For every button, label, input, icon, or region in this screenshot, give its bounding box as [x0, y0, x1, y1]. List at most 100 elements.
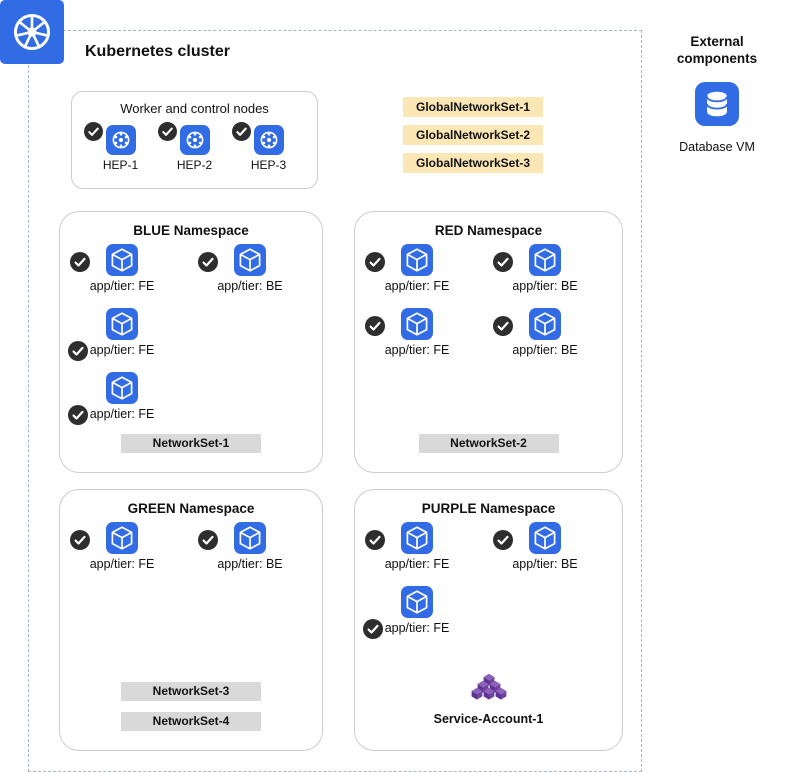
pod: app/tier: BE	[487, 244, 603, 293]
network-set-badge: NetworkSet-4	[121, 712, 261, 731]
node-label: HEP-3	[250, 158, 287, 172]
pod-label: app/tier: FE	[384, 621, 450, 635]
pod: app/tier: FE	[359, 244, 475, 293]
pod-icon	[234, 522, 266, 554]
pod: app/tier: FE	[359, 522, 475, 571]
pod-label: app/tier: BE	[512, 279, 578, 293]
pod: app/tier: FE	[64, 244, 180, 293]
pod-label: app/tier: BE	[217, 557, 283, 571]
external-components-title: External components	[676, 34, 758, 66]
external-items: Database VM	[658, 81, 776, 154]
pod: app/tier: BE	[192, 244, 308, 293]
pod-icon	[529, 308, 561, 340]
pod-icon	[106, 244, 138, 276]
pod-label: app/tier: FE	[89, 343, 155, 357]
pod-icon	[401, 244, 433, 276]
pod-icon	[401, 586, 433, 618]
pod-label: app/tier: FE	[89, 557, 155, 571]
global-network-set-badge: GlobalNetworkSet-2	[403, 125, 543, 145]
pod: app/tier: FE	[64, 308, 180, 361]
network-set-badges: NetworkSet-1	[60, 434, 322, 453]
pod: app/tier: FE	[359, 308, 475, 357]
database-icon	[695, 81, 739, 126]
cluster-node: HEP-2	[157, 122, 221, 172]
network-set-badge: NetworkSet-3	[121, 682, 261, 701]
pod-icon	[401, 522, 433, 554]
global-network-set-badge: GlobalNetworkSet-1	[403, 97, 543, 117]
node-icon	[253, 125, 284, 155]
pod-label: app/tier: FE	[384, 279, 450, 293]
pod-icon	[529, 244, 561, 276]
check-icon	[363, 619, 383, 639]
pod-icon	[106, 308, 138, 340]
kubernetes-cluster-boundary: Kubernetes cluster Worker and control no…	[28, 30, 642, 772]
kubernetes-logo-icon	[0, 0, 64, 64]
namespace-title: PURPLE Namespace	[421, 501, 556, 516]
pod-label: app/tier: FE	[89, 279, 155, 293]
check-icon	[493, 530, 513, 550]
external-item-label: Database VM	[679, 139, 755, 154]
pod-label: app/tier: BE	[217, 279, 283, 293]
pod-icon	[106, 522, 138, 554]
namespace-box-blue: BLUE Namespace app/tier: FE app/tier: BE ap…	[59, 211, 323, 473]
namespace-box-purple: PURPLE Namespace app/tier: FE app/tier: BE…	[354, 489, 623, 751]
namespace-title: GREEN Namespace	[127, 501, 255, 516]
check-icon	[83, 122, 103, 141]
check-icon	[365, 316, 385, 336]
pod: app/tier: BE	[487, 308, 603, 357]
node-icon	[179, 125, 210, 155]
node-icon-wrap	[83, 122, 136, 155]
network-set-badge: NetworkSet-1	[121, 434, 261, 453]
node-icon-wrap	[157, 122, 210, 155]
service-account: Service-Account-1	[355, 672, 622, 726]
check-icon	[68, 341, 88, 361]
service-account-label: Service-Account-1	[433, 712, 544, 726]
cluster-node: HEP-3	[231, 122, 295, 172]
pod-label: app/tier: BE	[512, 343, 578, 357]
pod: app/tier: FE	[359, 586, 475, 639]
nodes-box-title: Worker and control nodes	[120, 101, 269, 116]
check-icon	[157, 122, 177, 141]
cluster-title: Kubernetes cluster	[85, 43, 230, 60]
pod-icon	[401, 308, 433, 340]
pod: app/tier: FE	[64, 522, 180, 571]
external-item: Database VM	[658, 81, 776, 154]
node-icon	[105, 125, 136, 155]
check-icon	[493, 252, 513, 272]
check-icon	[68, 405, 88, 425]
service-account-icon	[471, 672, 507, 704]
pod-icon	[106, 372, 138, 404]
pod-label: app/tier: FE	[384, 343, 450, 357]
pod: app/tier: BE	[192, 522, 308, 571]
check-icon	[493, 316, 513, 336]
network-set-badges: NetworkSet-2	[355, 434, 622, 453]
pod-label: app/tier: FE	[89, 407, 155, 421]
node-label: HEP-1	[102, 158, 139, 172]
namespace-title: BLUE Namespace	[133, 223, 249, 238]
check-icon	[198, 530, 218, 550]
worker-control-nodes-box: Worker and control nodes HEP-1 HEP-2 HEP-3	[71, 91, 318, 189]
global-network-set-badge: GlobalNetworkSet-3	[403, 153, 543, 173]
pod-icon	[234, 244, 266, 276]
network-set-badge: NetworkSet-2	[418, 434, 559, 453]
pod-label: app/tier: BE	[512, 557, 578, 571]
check-icon	[231, 122, 251, 141]
pod-icon	[529, 522, 561, 554]
check-icon	[198, 252, 218, 272]
namespace-title: RED Namespace	[434, 223, 543, 238]
pod: app/tier: FE	[64, 372, 180, 425]
nodes-row: HEP-1 HEP-2 HEP-3	[72, 122, 317, 172]
check-icon	[70, 252, 90, 272]
check-icon	[365, 530, 385, 550]
namespace-box-green: GREEN Namespace app/tier: FE app/tier: BE N…	[59, 489, 323, 751]
namespace-box-red: RED Namespace app/tier: FE app/tier: BE app…	[354, 211, 623, 473]
pod-label: app/tier: FE	[384, 557, 450, 571]
node-icon-wrap	[231, 122, 284, 155]
cluster-node: HEP-1	[83, 122, 147, 172]
node-label: HEP-2	[176, 158, 213, 172]
external-components-panel: External components Database VM	[658, 30, 776, 154]
check-icon	[365, 252, 385, 272]
